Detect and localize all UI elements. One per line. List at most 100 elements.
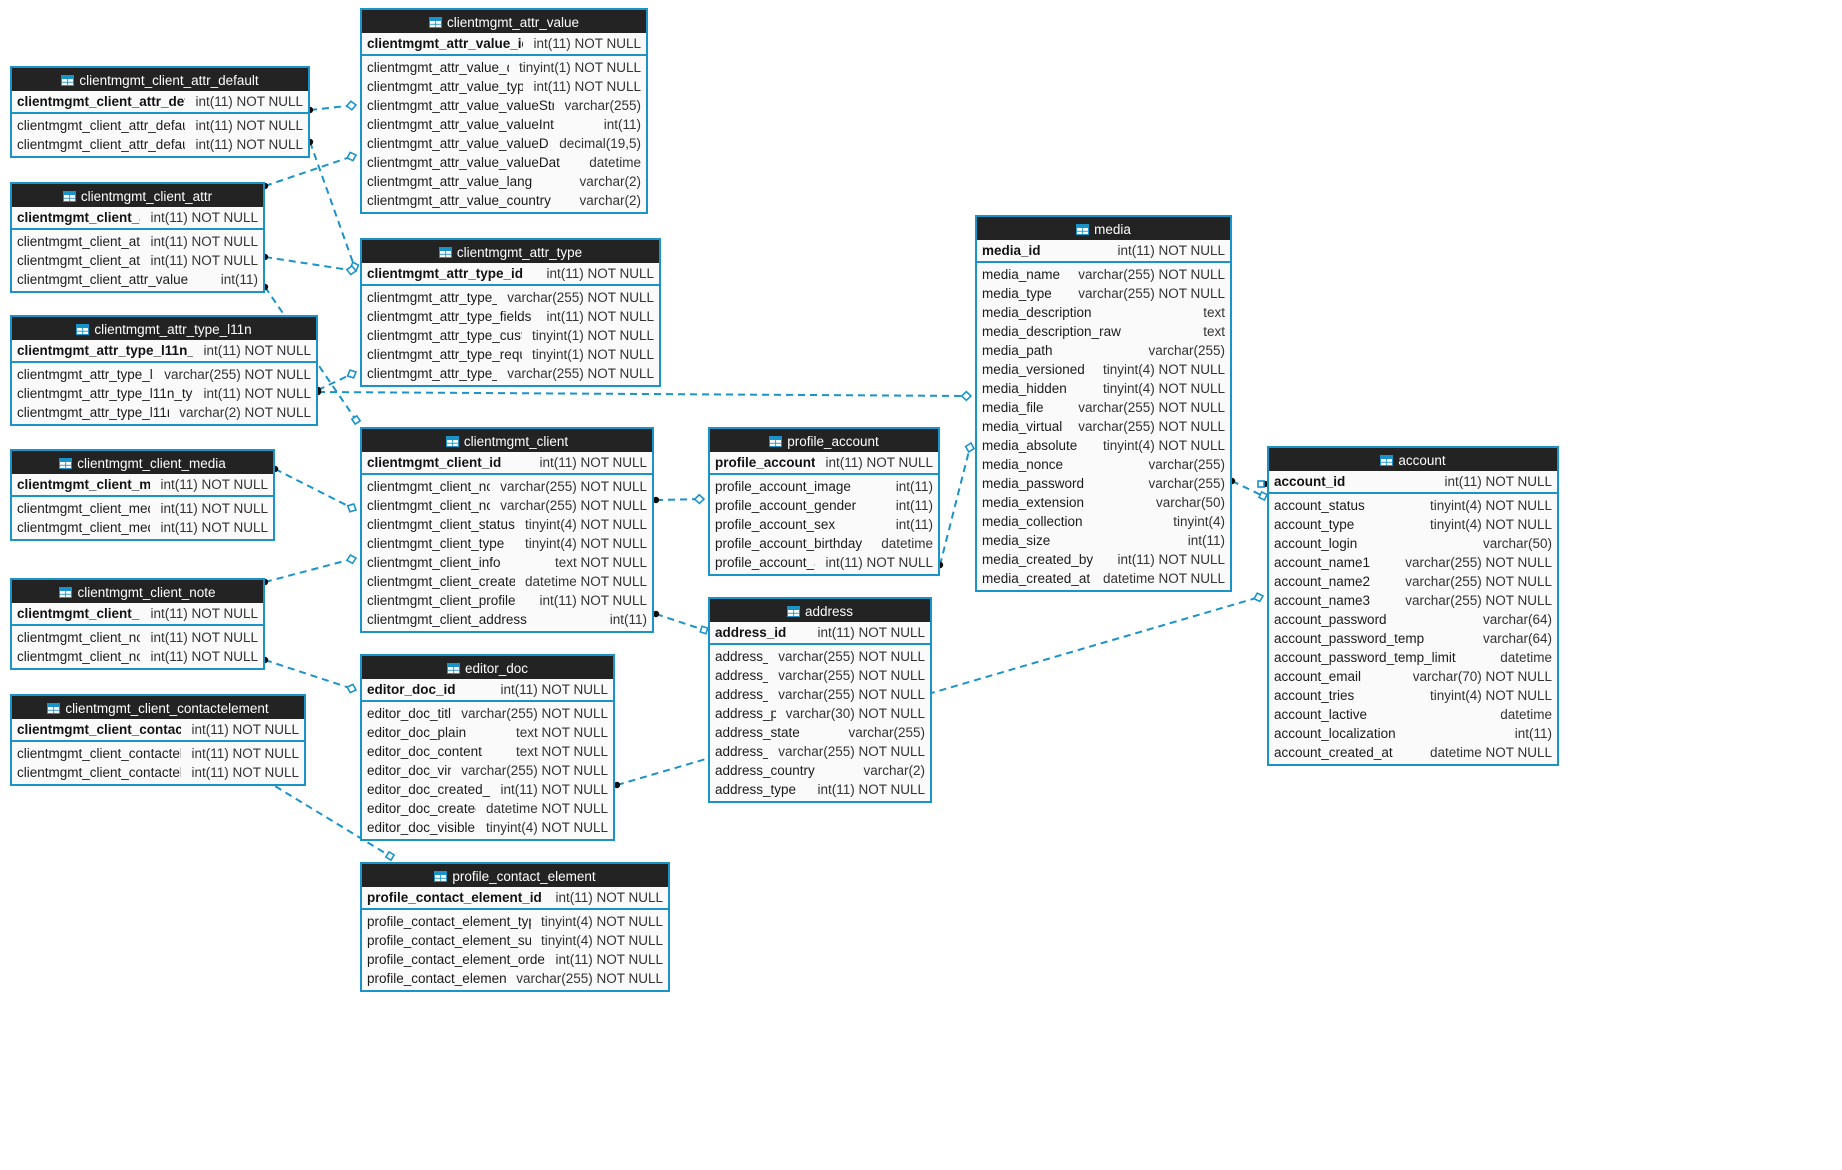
relationship-line (264, 557, 357, 583)
field-row: media_extension varchar(50) (977, 493, 1230, 512)
table-icon (1076, 223, 1090, 235)
field-name: clientmgmt_client_status (367, 517, 515, 532)
field-name: profile_account_birthday (715, 536, 863, 551)
field-type: varchar(255) NOT NULL (461, 763, 608, 778)
field-name: clientmgmt_attr_value_lang (367, 174, 533, 189)
field-type: int(11) (603, 117, 641, 132)
relationship-target-diamond (964, 441, 976, 454)
field-name: clientmgmt_attr_type_pattern (367, 366, 498, 381)
entity-clientmgmt_client_media[interactable]: clientmgmt_client_media clientmgmt_client… (10, 449, 275, 541)
field-type: int(11) NOT NULL (1117, 552, 1225, 567)
field-name: address_country (715, 763, 815, 778)
field-type: varchar(70) NOT NULL (1412, 669, 1552, 684)
field-type: varchar(255) (1148, 457, 1225, 472)
field-type: varchar(255) NOT NULL (778, 744, 925, 759)
field-name: clientmgmt_client_attr_value (17, 272, 189, 287)
field-type: varchar(2) NOT NULL (179, 405, 311, 420)
field-type: int(11) NOT NULL (539, 593, 647, 608)
relationship-clientmgmt_client_note-to-editor_doc (261, 656, 358, 694)
entity-profile_account[interactable]: profile_accountprofile_account_idint(11)… (708, 427, 940, 576)
field-name: clientmgmt_attr_value_valueDat (367, 155, 560, 170)
relationship-line (274, 468, 357, 511)
field-type: varchar(2) (863, 763, 925, 778)
field-type: varchar(50) (1155, 495, 1225, 510)
entity-title: clientmgmt_attr_value (446, 14, 580, 30)
field-name: media_type (982, 286, 1052, 301)
field-type: int(11) NOT NULL (825, 455, 933, 470)
field-row: address_country varchar(2) (710, 761, 930, 780)
field-type: int(11) NOT NULL (150, 630, 258, 645)
field-list: clientmgmt_attr_type_l11n_titlevarchar(2… (12, 363, 316, 424)
relationship-target-square (1257, 490, 1269, 502)
field-row: clientmgmt_client_note_srcint(11) NOT NU… (12, 647, 263, 666)
field-name: account_lactive (1274, 707, 1368, 722)
entity-clientmgmt_attr_type_l11n[interactable]: clientmgmt_attr_type_l11n clientmgmt_attr… (10, 315, 318, 426)
field-name: media_extension (982, 495, 1085, 510)
field-list: clientmgmt_client_attr_clientint(11) NOT… (12, 230, 263, 291)
field-type: int(11) NOT NULL (150, 234, 258, 249)
field-name: account_password_temp_limit (1274, 650, 1456, 665)
entity-profile_contact_element[interactable]: profile_contact_element profile_contact_e… (360, 862, 670, 992)
primary-key-row: clientmgmt_client_contactelement_idint(1… (12, 719, 304, 742)
field-type: int(11) NOT NULL (203, 386, 311, 401)
field-type: int(11) NOT NULL (195, 137, 303, 152)
field-row: clientmgmt_client_media_srcint(11) NOT N… (12, 518, 273, 537)
entity-title: clientmgmt_attr_type_l11n (94, 321, 252, 337)
field-row: clientmgmt_client_attr_default_typeint(1… (12, 116, 308, 135)
field-row: clientmgmt_client_contactelement_dstint(… (12, 744, 304, 763)
field-name: account_created_at (1274, 745, 1393, 760)
entity-header-clientmgmt_attr_value: clientmgmt_attr_value (362, 10, 646, 33)
field-type: tinyint(4) NOT NULL (524, 536, 647, 551)
field-name: address_addition (715, 668, 769, 683)
entity-header-clientmgmt_client_media: clientmgmt_client_media (12, 451, 273, 474)
relationship-target-square (699, 625, 709, 635)
entity-clientmgmt_client_note[interactable]: clientmgmt_client_note clientmgmt_client_… (10, 578, 265, 670)
field-name: address_state (715, 725, 800, 740)
field-type: int(11) (895, 479, 933, 494)
field-name: profile_contact_element_subtype (367, 933, 531, 948)
entity-title: profile_contact_element (452, 868, 596, 884)
field-row: address_additionvarchar(255) NOT NULL (710, 666, 930, 685)
entity-header-clientmgmt_client_note: clientmgmt_client_note (12, 580, 263, 603)
entity-header-address: address (710, 599, 930, 622)
entity-clientmgmt_attr_value[interactable]: clientmgmt_attr_value clientmgmt_attr_val… (360, 8, 648, 214)
field-type: int(11) NOT NULL (150, 210, 258, 225)
entity-header-media: media (977, 217, 1230, 240)
field-type: text NOT NULL (554, 555, 647, 570)
relationship-profile_account-to-media (936, 441, 976, 569)
field-name: address_city (715, 744, 768, 759)
field-type: int(11) NOT NULL (191, 722, 299, 737)
field-row: clientmgmt_client_note_dstint(11) NOT NU… (12, 628, 263, 647)
field-type: int(11) (1514, 726, 1552, 741)
field-name: account_localization (1274, 726, 1396, 741)
field-type: tinyint(1) NOT NULL (531, 347, 654, 362)
